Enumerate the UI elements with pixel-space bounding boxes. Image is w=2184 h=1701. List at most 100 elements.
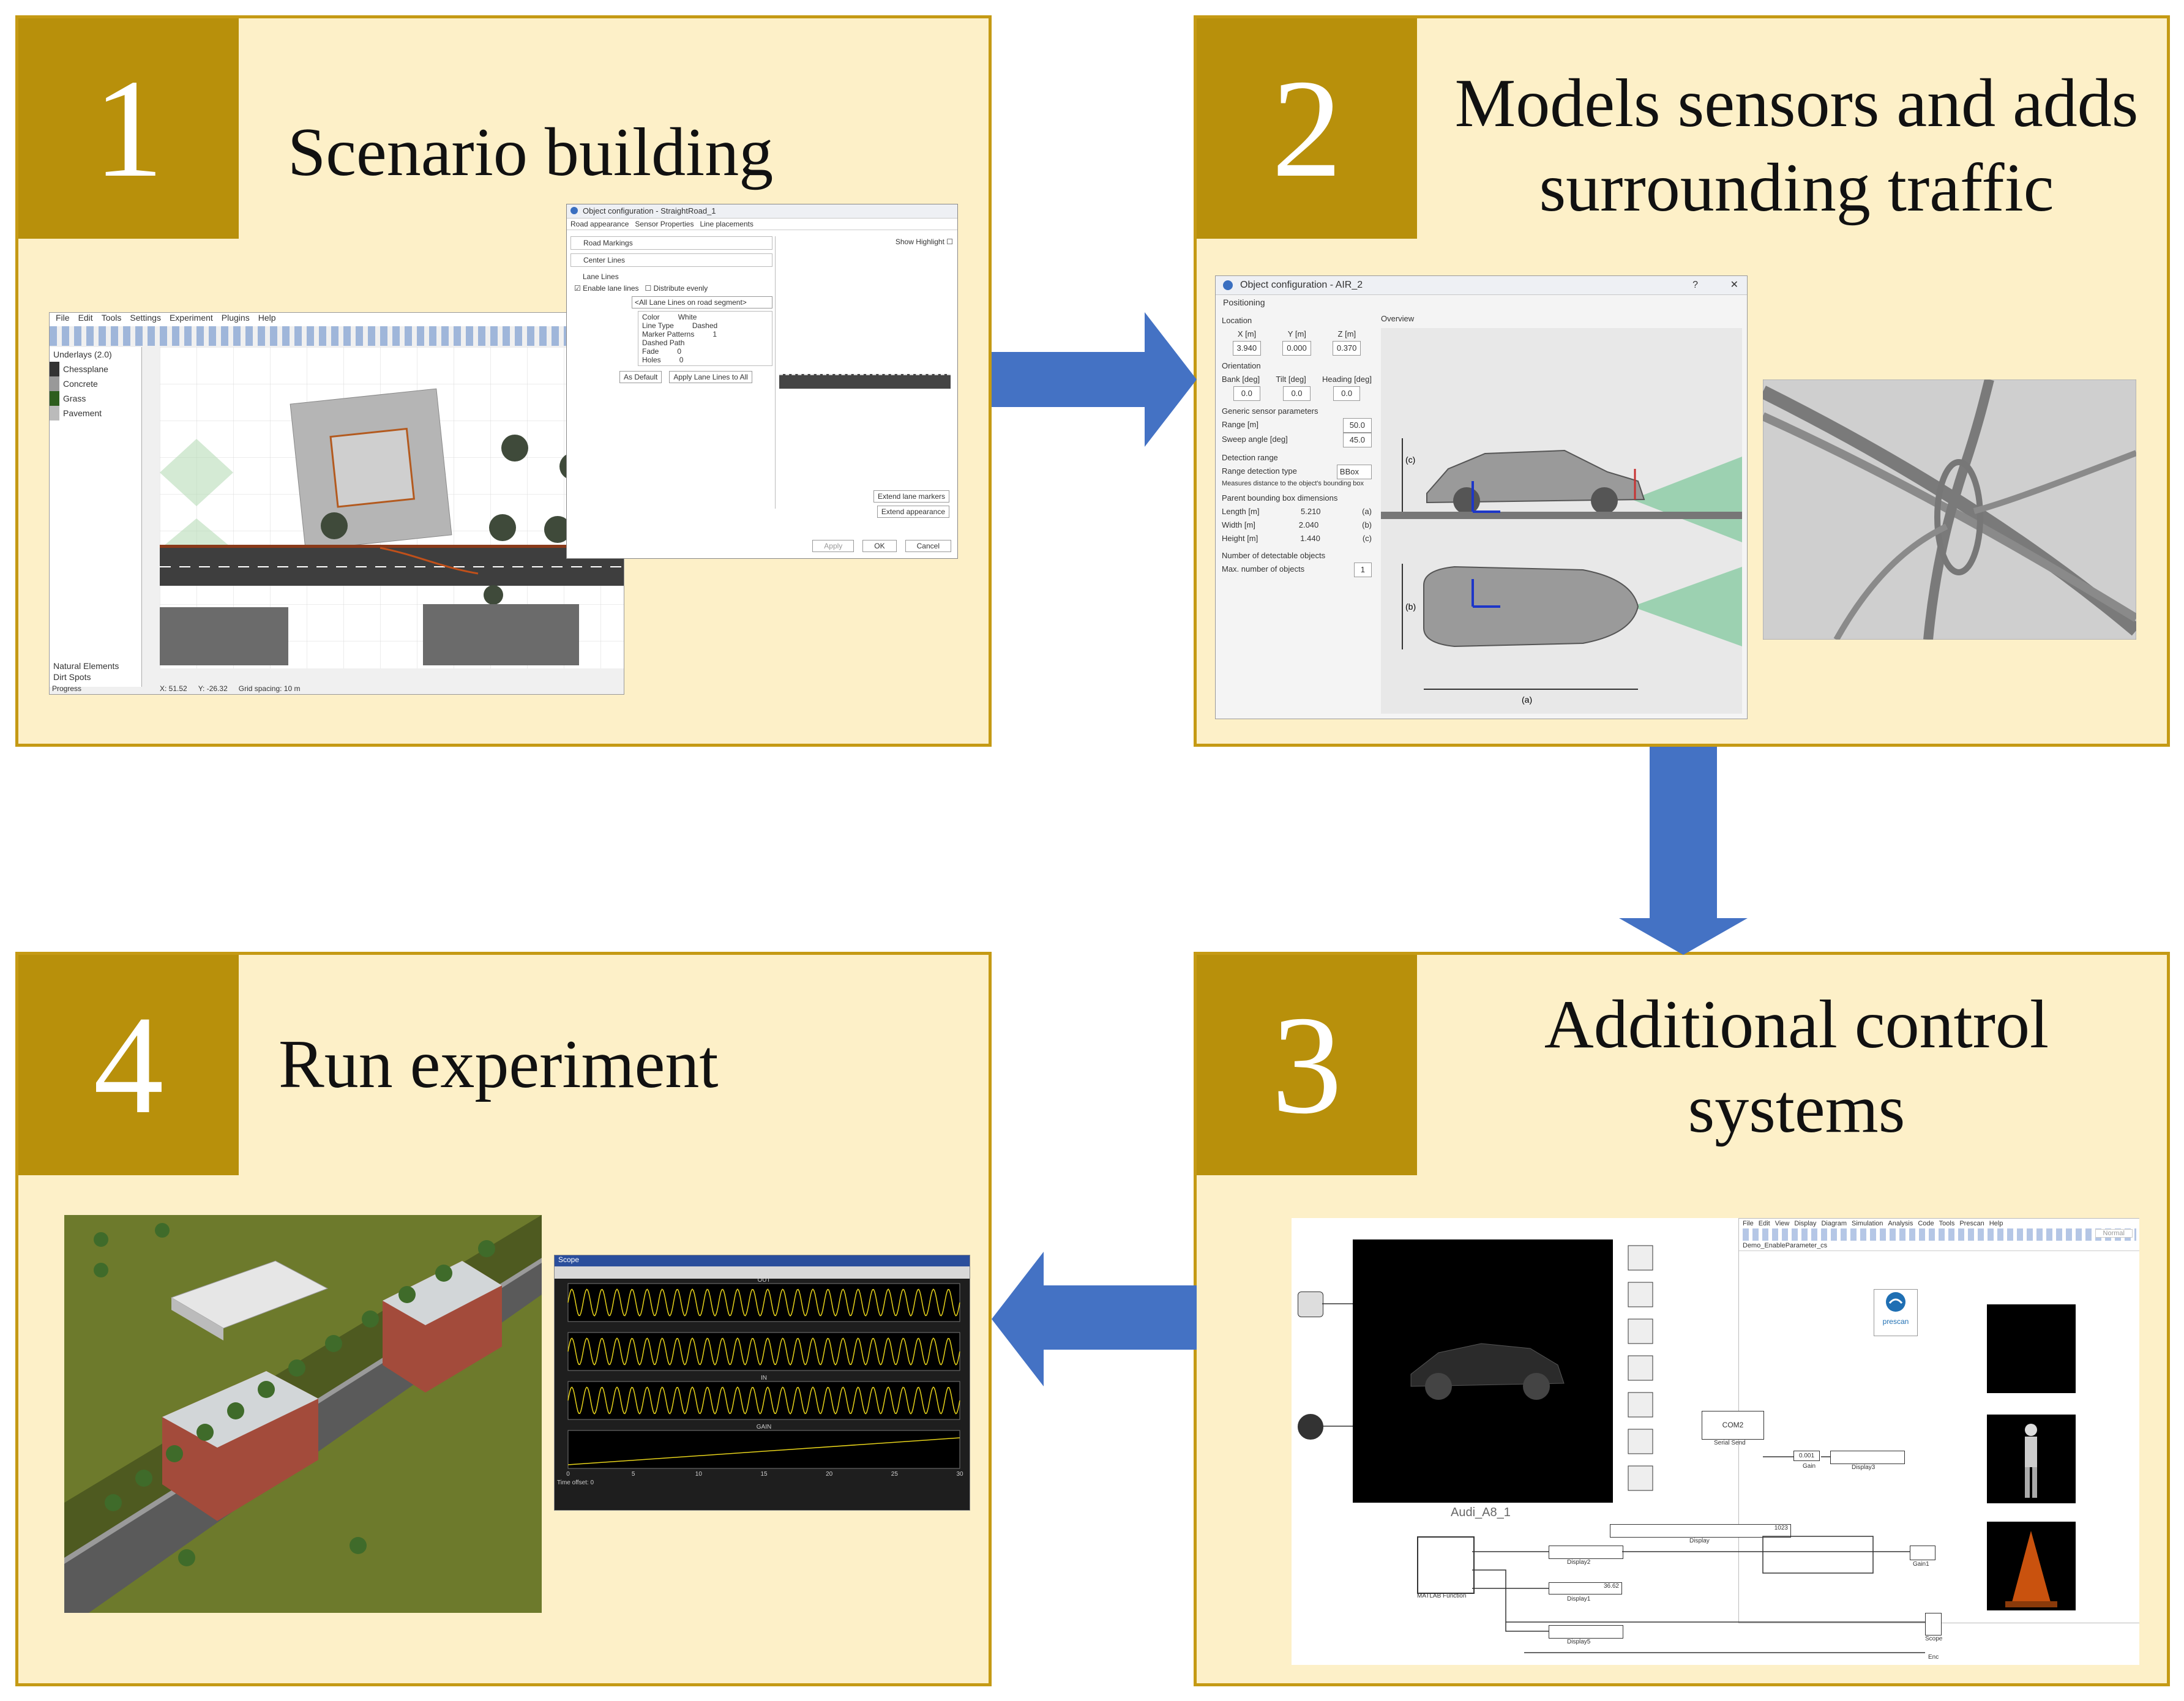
tilt-input[interactable]: 0.0	[1283, 386, 1311, 401]
model-tab[interactable]: Demo_EnableParameter_cs	[1739, 1241, 2139, 1251]
menu-item[interactable]: Tools	[1939, 1220, 1955, 1227]
menu-item[interactable]: Experiment	[169, 313, 213, 323]
library-item[interactable]: Dirt Spots	[53, 672, 91, 682]
scope-plot-title: IN	[761, 1375, 767, 1381]
property-value[interactable]: 0	[679, 356, 684, 364]
scope-x-tick: 25	[891, 1471, 899, 1478]
section-row[interactable]: Road Markings	[570, 236, 772, 250]
apply-all-button[interactable]: Apply Lane Lines to All	[669, 371, 752, 383]
road-network-render	[1763, 379, 2136, 640]
sensor-block	[1353, 1239, 1613, 1503]
input-port[interactable]	[1298, 1292, 1323, 1317]
section-row[interactable]: Center Lines	[570, 253, 772, 267]
menu-item[interactable]: Edit	[1758, 1220, 1770, 1227]
extend-lane-markers-button[interactable]: Extend lane markers	[873, 490, 949, 503]
y-input[interactable]: 0.000	[1282, 341, 1311, 356]
display2-block[interactable]	[1549, 1546, 1623, 1559]
property-value[interactable]: 1	[712, 330, 717, 338]
scenario-canvas[interactable]	[160, 347, 624, 668]
menu-item[interactable]: File	[1743, 1220, 1754, 1227]
menu-item[interactable]: Diagram	[1821, 1220, 1847, 1227]
bank-input[interactable]: 0.0	[1233, 386, 1260, 401]
gain1-block[interactable]	[1910, 1546, 1935, 1560]
menu-item[interactable]: Display	[1794, 1220, 1817, 1227]
dialog-tabs: Road appearance Sensor Properties Line p…	[567, 219, 957, 230]
library-item[interactable]: Underlays (2.0)	[53, 350, 112, 359]
section-row[interactable]: Lane Lines	[583, 272, 619, 281]
max-objects-input[interactable]: 1	[1353, 563, 1372, 577]
sweep-input[interactable]: 45.0	[1342, 433, 1372, 447]
menu-item[interactable]: Help	[1989, 1220, 2003, 1227]
menu-item[interactable]: File	[56, 313, 70, 323]
property-key: Line Type	[642, 321, 674, 330]
display1-block[interactable]: 36.62	[1549, 1582, 1622, 1594]
menu-item[interactable]: Code	[1918, 1220, 1934, 1227]
cancel-button[interactable]: Cancel	[905, 540, 951, 552]
as-default-button[interactable]: As Default	[619, 371, 662, 383]
library-item[interactable]: Grass	[50, 391, 141, 406]
extend-appearance-button[interactable]: Extend appearance	[877, 506, 949, 518]
com-port-label: COM2	[1722, 1421, 1744, 1429]
dimension-a-label: (a)	[1522, 695, 1532, 705]
close-icon[interactable]: ✕	[1730, 280, 1738, 290]
menu-item[interactable]: Simulation	[1852, 1220, 1883, 1227]
tab-positioning[interactable]: Positioning	[1223, 297, 1265, 307]
display-block[interactable]: 1023	[1610, 1524, 1791, 1538]
dimension-tag: (b)	[1362, 520, 1372, 529]
input-port[interactable]	[1298, 1414, 1323, 1440]
sensor-config-dialog: Object configuration - AIR_2 ✕ ? Positio…	[1215, 275, 1748, 719]
menu-item[interactable]: Settings	[130, 313, 161, 323]
range-type-select[interactable]: BBox	[1336, 465, 1372, 479]
properties-column: Road Markings Center Lines Lane Lines ☑ …	[570, 236, 772, 383]
toolbar	[50, 326, 624, 346]
show-highlight-checkbox[interactable]: Show Highlight ☐	[895, 237, 953, 246]
gain-block[interactable]: 0.001	[1793, 1451, 1820, 1461]
serial-send-block[interactable]: COM2	[1702, 1411, 1764, 1440]
property-row: Dashed Path	[642, 338, 768, 347]
sim-mode-select[interactable]: Normal	[2095, 1229, 2133, 1238]
property-value[interactable]: Dashed	[692, 321, 718, 330]
property-value[interactable]: White	[678, 313, 697, 321]
library-item[interactable]: Chessplane	[50, 362, 141, 376]
scope-block[interactable]	[1925, 1613, 1942, 1636]
tab-line-placements[interactable]: Line placements	[700, 220, 754, 228]
enable-lane-lines-checkbox[interactable]: ☑ Enable lane lines ☐ Distribute evenly	[574, 284, 708, 293]
lane-select[interactable]: <All Lane Lines on road segment>	[632, 296, 772, 308]
panel-title-line: surrounding traffic	[1539, 150, 2054, 226]
scope-trace	[567, 1386, 960, 1415]
menu-item[interactable]: Plugins	[221, 313, 250, 323]
library-item[interactable]: Pavement	[50, 406, 141, 421]
output-ports	[1628, 1245, 1653, 1491]
x-input[interactable]: 3.940	[1232, 341, 1262, 356]
menu-item[interactable]: Edit	[78, 313, 93, 323]
apply-button[interactable]: Apply	[812, 540, 855, 552]
display2-label: Display2	[1567, 1559, 1591, 1566]
menu-item[interactable]: Analysis	[1888, 1220, 1913, 1227]
menu-item[interactable]: View	[1774, 1220, 1790, 1227]
scope-trace	[567, 1437, 960, 1465]
menu-item[interactable]: Tools	[101, 313, 122, 323]
property-value[interactable]: 0	[677, 347, 682, 356]
z-input[interactable]: 0.370	[1332, 341, 1361, 356]
panel-title-line: Additional control	[1544, 987, 2049, 1063]
range-input[interactable]: 50.0	[1342, 418, 1372, 433]
tab-sensor-properties[interactable]: Sensor Properties	[635, 220, 694, 228]
field-label: X [m]	[1237, 329, 1257, 338]
scope-x-tick: 0	[566, 1471, 570, 1478]
dimension-row: Height [m]1.440(c)	[1222, 532, 1372, 545]
help-icon[interactable]: ?	[1692, 280, 1698, 290]
menu-item[interactable]: Prescan	[1959, 1220, 1984, 1227]
display5-block[interactable]	[1549, 1625, 1623, 1639]
status-x: X: 51.52	[160, 684, 187, 693]
tab-road-appearance[interactable]: Road appearance	[570, 220, 629, 228]
ok-button[interactable]: OK	[862, 540, 897, 552]
section-label: Number of detectable objects	[1222, 551, 1326, 560]
menu-item[interactable]: Help	[258, 313, 276, 323]
library-item[interactable]: Natural Elements	[53, 661, 119, 671]
matlab-function-block[interactable]	[1417, 1536, 1475, 1594]
library-item[interactable]: Concrete	[50, 376, 141, 391]
heading-input[interactable]: 0.0	[1333, 386, 1361, 401]
display3-block[interactable]	[1830, 1451, 1905, 1464]
